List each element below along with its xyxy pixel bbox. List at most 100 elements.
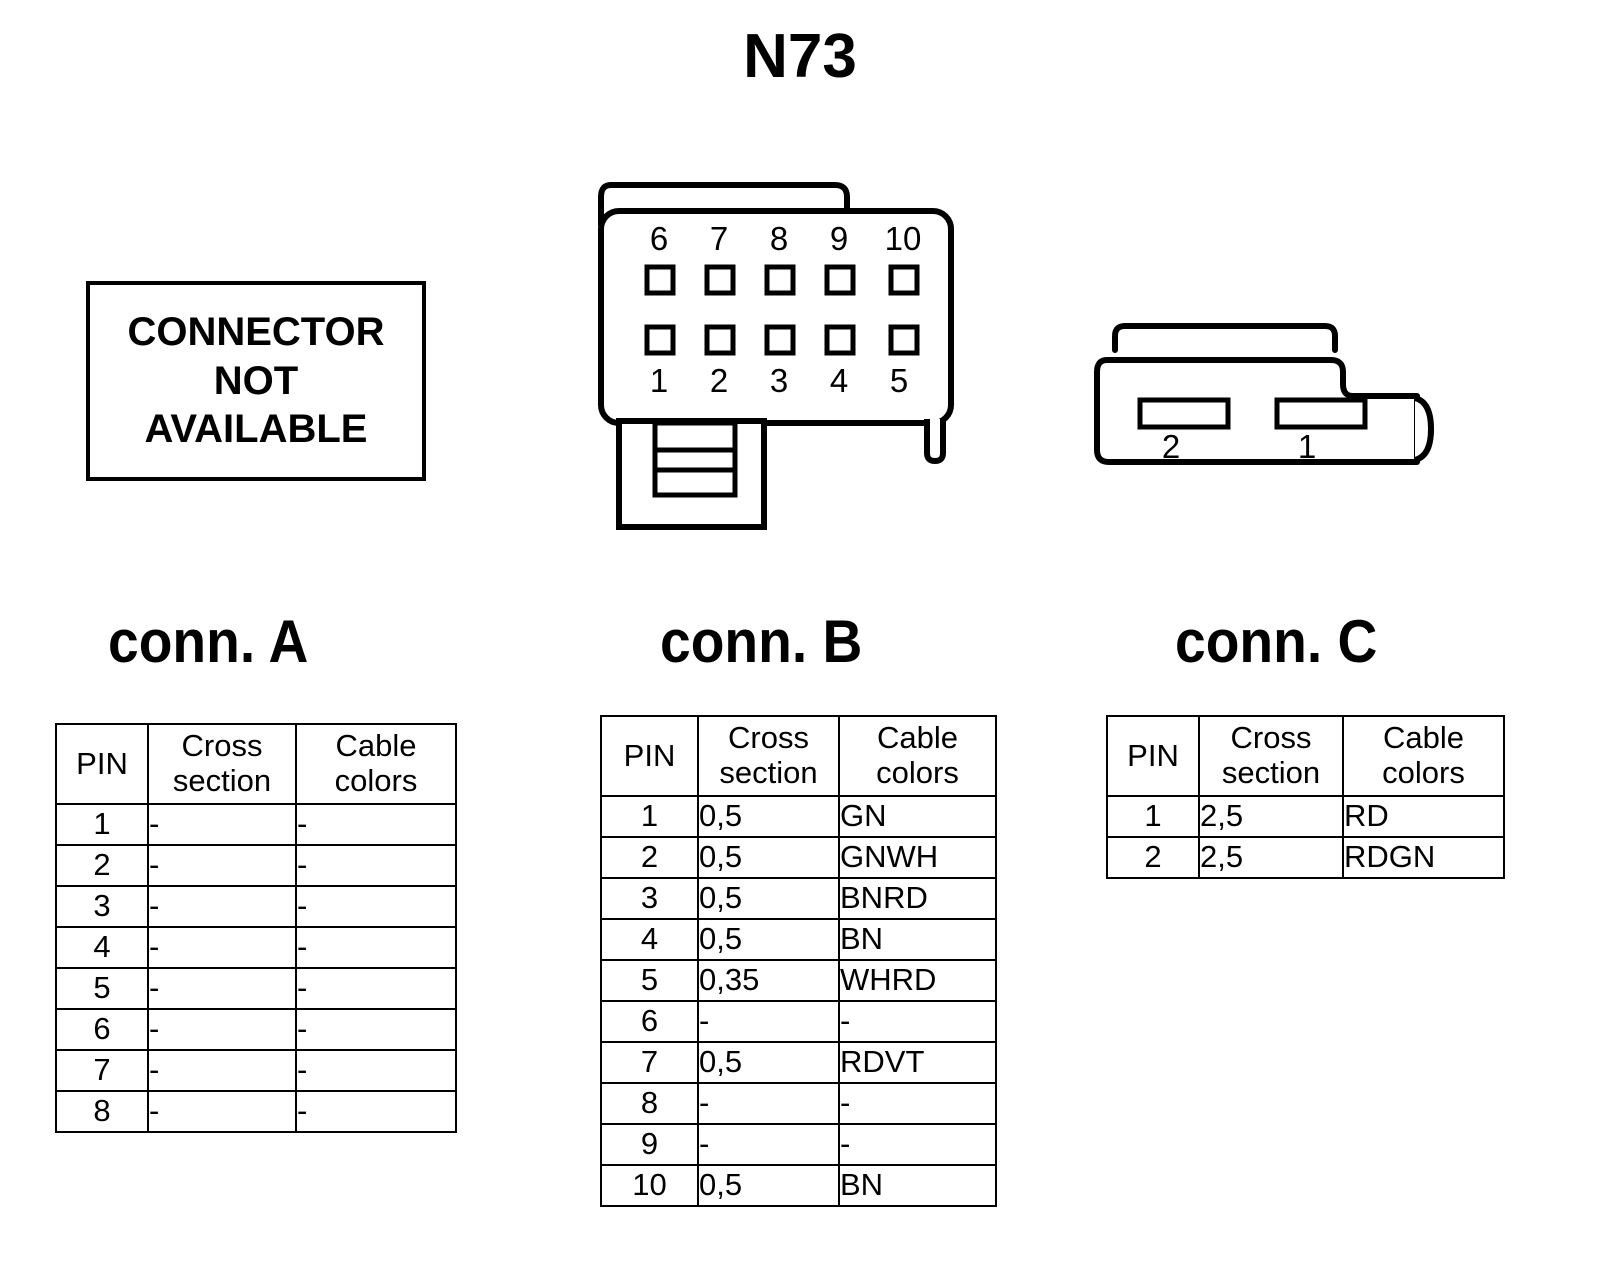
- cell-cross-section: 0,5: [697, 795, 840, 838]
- table-body: 1--2--3--4--5--6--7--8--: [55, 803, 457, 1133]
- conn-b-cavity-4: [824, 324, 856, 356]
- table-row: 7--: [55, 1049, 457, 1092]
- cell-cross-section: -: [147, 926, 297, 969]
- conn-b-cavity-1: [644, 324, 676, 356]
- conn-b-cavity-6: [644, 264, 676, 296]
- conn-b-pin-label-7: 7: [710, 220, 728, 257]
- cell-cross-section: 0,5: [697, 1164, 840, 1207]
- cell-cross-section: 0,5: [697, 877, 840, 920]
- cell-cable-colors: BNRD: [838, 877, 997, 920]
- cell-cable-colors: -: [295, 926, 457, 969]
- table-row: 5--: [55, 967, 457, 1010]
- cell-cross-section: -: [697, 1082, 840, 1125]
- cell-cable-colors: -: [838, 1000, 997, 1043]
- conn-b-pin-label-6: 6: [650, 220, 668, 257]
- cell-pin: 4: [600, 918, 699, 961]
- cell-cross-section: -: [147, 1008, 297, 1051]
- cell-pin: 3: [55, 885, 149, 928]
- col-header-cable-colors: Cable colors: [295, 723, 457, 805]
- table-row: 6--: [55, 1008, 457, 1051]
- table-row: 3--: [55, 885, 457, 928]
- cell-pin: 3: [600, 877, 699, 920]
- table-header-row: PIN Cross section Cable colors: [600, 715, 997, 797]
- cell-pin: 6: [55, 1008, 149, 1051]
- conn-b-pin-label-9: 9: [830, 220, 848, 257]
- cell-cable-colors: RD: [1342, 795, 1505, 838]
- section-label-conn-c: conn. C: [1175, 608, 1378, 675]
- cell-pin: 1: [55, 803, 149, 846]
- conn-b-cavity-7: [704, 264, 736, 296]
- col-header-cable-colors: Cable colors: [838, 715, 997, 797]
- cell-cross-section: -: [147, 844, 297, 887]
- cell-cable-colors: BN: [838, 918, 997, 961]
- cell-pin: 5: [55, 967, 149, 1010]
- cell-cable-colors: RDVT: [838, 1041, 997, 1084]
- table-header-row: PIN Cross section Cable colors: [1106, 715, 1505, 797]
- conn-c-pin-label-1: 1: [1298, 428, 1316, 465]
- cell-cable-colors: -: [295, 967, 457, 1010]
- section-label-conn-a: conn. A: [108, 608, 309, 675]
- cell-cable-colors: -: [295, 885, 457, 928]
- cell-pin: 9: [600, 1123, 699, 1166]
- cell-cable-colors: GN: [838, 795, 997, 838]
- cell-pin: 2: [600, 836, 699, 879]
- table-row: 8--: [600, 1082, 997, 1125]
- cell-cable-colors: -: [838, 1123, 997, 1166]
- pin-table-conn-a: PIN Cross section Cable colors 1--2--3--…: [55, 723, 457, 1133]
- conn-b-pin-label-5: 5: [890, 362, 908, 399]
- cell-cable-colors: -: [295, 803, 457, 846]
- table-row: 9--: [600, 1123, 997, 1166]
- conn-b-cavity-9: [824, 264, 856, 296]
- cell-cable-colors: -: [295, 844, 457, 887]
- col-header-cross-section: Cross section: [147, 723, 297, 805]
- section-label-conn-b: conn. B: [660, 608, 863, 675]
- conn-b-pin-label-8: 8: [770, 220, 788, 257]
- cell-cable-colors: BN: [838, 1164, 997, 1207]
- cell-cross-section: -: [697, 1000, 840, 1043]
- cell-pin: 1: [600, 795, 699, 838]
- table-row: 1--: [55, 803, 457, 846]
- cell-pin: 4: [55, 926, 149, 969]
- cell-pin: 5: [600, 959, 699, 1002]
- cell-cross-section: 0,5: [697, 836, 840, 879]
- cell-cable-colors: WHRD: [838, 959, 997, 1002]
- cell-cable-colors: -: [295, 1049, 457, 1092]
- conn-b-pin-label-4: 4: [830, 362, 848, 399]
- cell-pin: 10: [600, 1164, 699, 1207]
- conn-b-pin-label-2: 2: [710, 362, 728, 399]
- cell-pin: 1: [1106, 795, 1200, 838]
- col-header-cross-section: Cross section: [1198, 715, 1344, 797]
- cell-cable-colors: -: [295, 1008, 457, 1051]
- conn-b-cavity-10: [888, 264, 920, 296]
- col-header-pin: PIN: [1106, 715, 1200, 797]
- cell-cable-colors: -: [838, 1082, 997, 1125]
- cell-cross-section: -: [697, 1123, 840, 1166]
- conn-b-pin-label-3: 3: [770, 362, 788, 399]
- cell-pin: 7: [55, 1049, 149, 1092]
- table-row: 8--: [55, 1090, 457, 1133]
- cell-cross-section: 0,5: [697, 918, 840, 961]
- conn-c-pin-label-2: 2: [1162, 428, 1180, 465]
- cell-pin: 2: [55, 844, 149, 887]
- conn-b-cavity-5: [888, 324, 920, 356]
- cell-cable-colors: RDGN: [1342, 836, 1505, 879]
- cell-pin: 6: [600, 1000, 699, 1043]
- cell-cross-section: -: [147, 1090, 297, 1133]
- connector-c-diagram: 2 1: [1085, 310, 1475, 485]
- cell-cross-section: -: [147, 1049, 297, 1092]
- conn-b-cavity-8: [764, 264, 796, 296]
- notice-line-3: AVAILABLE: [144, 407, 368, 452]
- cell-pin: 2: [1106, 836, 1200, 879]
- conn-c-cavity-1: [1274, 397, 1368, 430]
- conn-b-pin-label-1: 1: [650, 362, 668, 399]
